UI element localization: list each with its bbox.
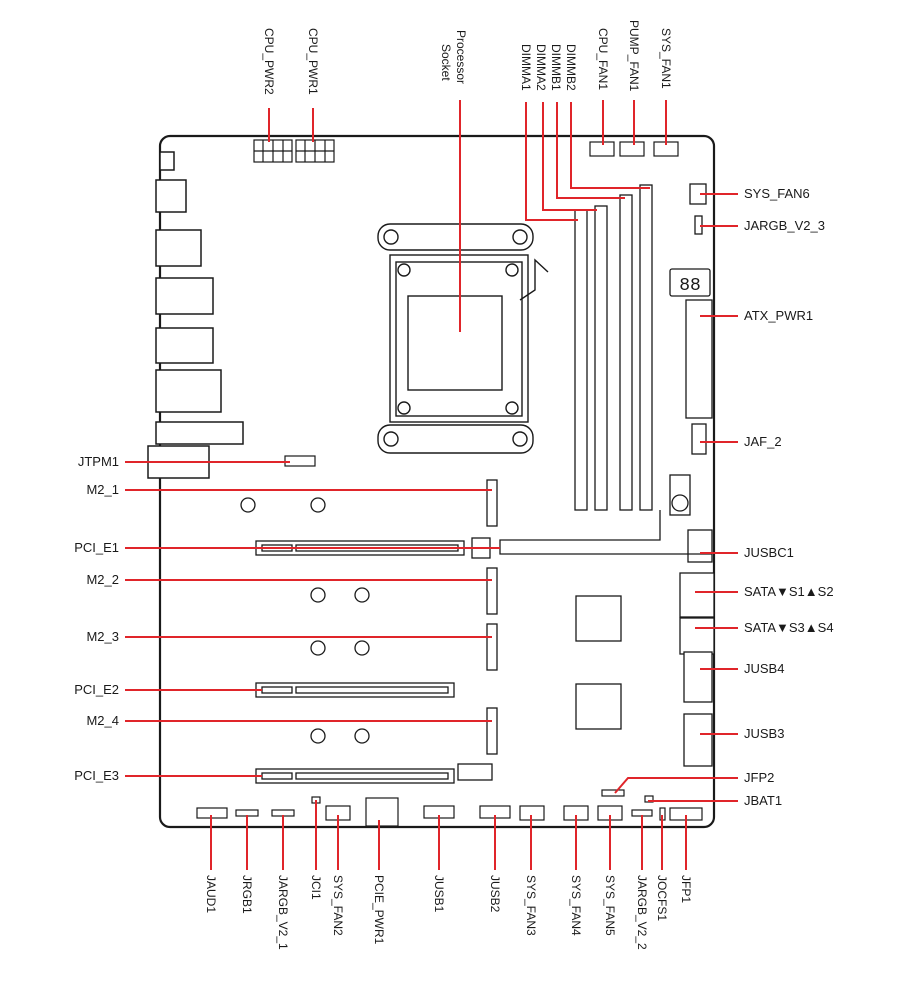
callout-lines (125, 100, 738, 870)
label-jrgb1: JRGB1 (240, 875, 254, 914)
label-processor-socket-line1: Processor (454, 30, 468, 84)
top-labels: CPU_PWR2 CPU_PWR1 Processor Socket DIMMA… (262, 20, 673, 95)
label-sys-fan5: SYS_FAN5 (603, 875, 617, 936)
left-labels: JTPM1 M2_1 PCI_E1 M2_2 M2_3 PCI_E2 M2_4 … (74, 454, 119, 783)
bottom-labels: JAUD1 JRGB1 JARGB_V2_1 JCI1 SYS_FAN2 PCI… (204, 875, 693, 950)
label-m2-1: M2_1 (86, 482, 119, 497)
debug-led-display: 88 (679, 276, 701, 296)
label-cpu-pwr2: CPU_PWR2 (262, 28, 276, 95)
label-jusb3: JUSB3 (744, 726, 784, 741)
rear-io-panel (147, 151, 244, 479)
label-sys-fan1: SYS_FAN1 (659, 28, 673, 89)
label-jci1: JCI1 (309, 875, 323, 900)
dimm-slots (574, 184, 653, 511)
label-jusb4: JUSB4 (744, 661, 784, 676)
label-processor-socket-line2: Socket (439, 44, 453, 81)
chipset-area (499, 474, 712, 730)
label-sys-fan2: SYS_FAN2 (331, 875, 345, 936)
label-sys-fan4: SYS_FAN4 (569, 875, 583, 936)
label-jusbc1: JUSBC1 (744, 545, 794, 560)
label-m2-3: M2_3 (86, 629, 119, 644)
top-fan-headers (589, 141, 679, 157)
label-sys-fan6: SYS_FAN6 (744, 186, 810, 201)
label-jaf-2: JAF_2 (744, 434, 782, 449)
label-atx-pwr1: ATX_PWR1 (744, 308, 813, 323)
label-m2-2: M2_2 (86, 572, 119, 587)
label-cpu-fan1: CPU_FAN1 (596, 28, 610, 90)
label-jocfs1: JOCFS1 (655, 875, 669, 921)
label-jargb-v2-1: JARGB_V2_1 (276, 875, 290, 950)
label-jusb2: JUSB2 (488, 875, 502, 913)
label-pci-e2: PCI_E2 (74, 682, 119, 697)
cpu-power-connectors (253, 139, 335, 163)
label-jfp2: JFP2 (744, 770, 774, 785)
label-pcie-pwr1: PCIE_PWR1 (372, 875, 386, 945)
right-edge-components (669, 183, 715, 767)
label-cpu-pwr1: CPU_PWR1 (306, 28, 320, 95)
label-jfp1: JFP1 (679, 875, 693, 903)
label-jargb-v2-2: JARGB_V2_2 (635, 875, 649, 950)
label-dimma1: DIMMA1 (519, 44, 533, 91)
label-dimmb2: DIMMB2 (564, 44, 578, 91)
label-jbat1: JBAT1 (744, 793, 782, 808)
label-dimmb1: DIMMB1 (549, 44, 563, 91)
label-sata-s1-s2: SATA▼S1▲S2 (744, 584, 834, 599)
label-m2-4: M2_4 (86, 713, 119, 728)
label-jargb-v2-3: JARGB_V2_3 (744, 218, 825, 233)
right-labels: SYS_FAN6 JARGB_V2_3 ATX_PWR1 JAF_2 JUSBC… (744, 186, 834, 808)
label-pci-e3: PCI_E3 (74, 768, 119, 783)
m2-slots (240, 479, 498, 755)
label-jtpm1: JTPM1 (78, 454, 119, 469)
label-jusb1: JUSB1 (432, 875, 446, 913)
label-jaud1: JAUD1 (204, 875, 218, 913)
label-pump-fan1: PUMP_FAN1 (627, 20, 641, 92)
label-dimma2: DIMMA2 (534, 44, 548, 91)
label-sys-fan3: SYS_FAN3 (524, 875, 538, 936)
label-pci-e1: PCI_E1 (74, 540, 119, 555)
label-sata-s3-s4: SATA▼S3▲S4 (744, 620, 834, 635)
